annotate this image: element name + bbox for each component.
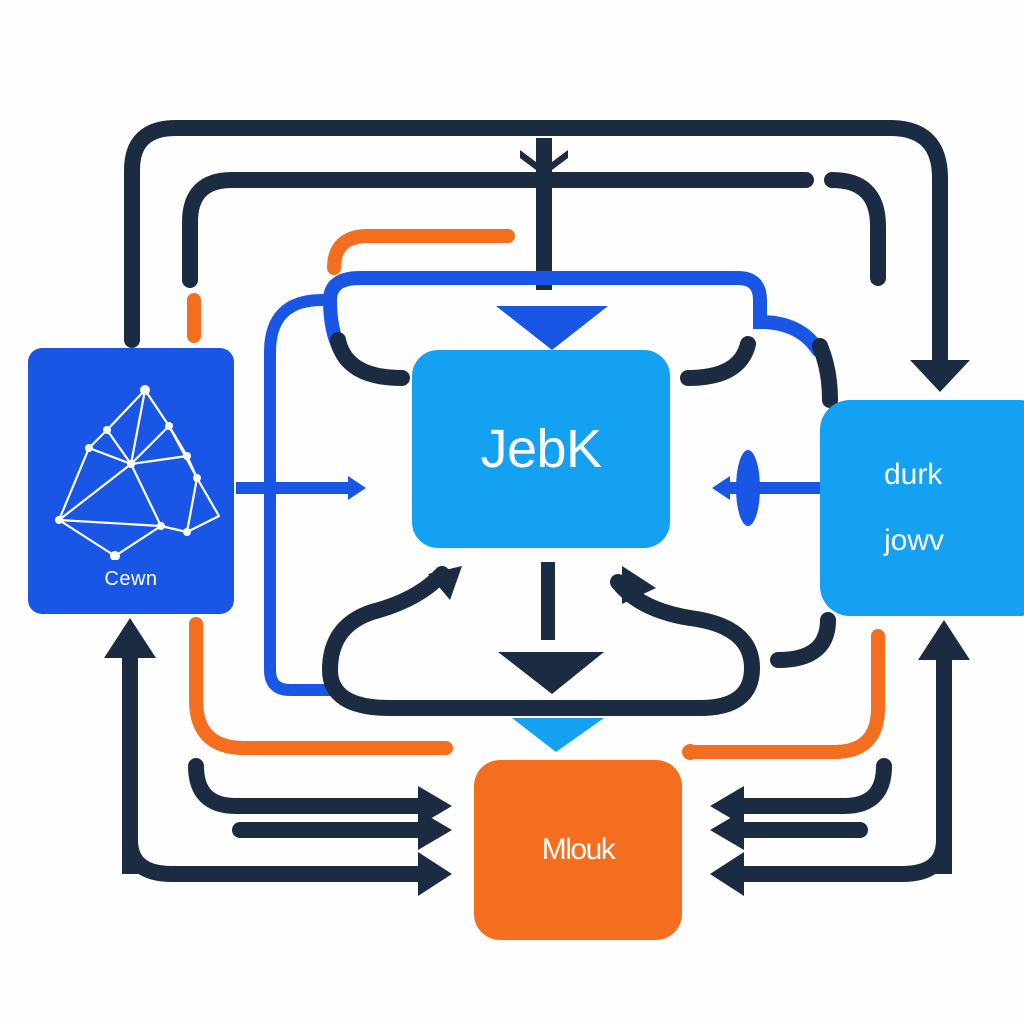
- orange-right-lower-connector: [683, 629, 885, 759]
- node-durk-jowv[interactable]: durk jowv: [820, 400, 1024, 616]
- node-jebk-label: JebK: [480, 419, 602, 479]
- right-curl-small-connector: [812, 338, 838, 408]
- node-mlouk[interactable]: Mlouk: [474, 760, 682, 940]
- orange-right-endpoint: [682, 744, 698, 760]
- right-outer-up-arrowhead: [918, 620, 970, 660]
- node-jebk[interactable]: JebK: [412, 350, 670, 548]
- left-curl-connector: [330, 332, 410, 386]
- network-graph-icon: [55, 385, 221, 560]
- right-mid-loop-connector: [724, 758, 892, 814]
- orange-left-lower-connector: [189, 617, 453, 755]
- left-outer-up-arrowhead: [104, 618, 156, 658]
- lower-left-arrowhead: [428, 566, 462, 600]
- blue-arrowhead-into-center: [496, 306, 608, 350]
- right-box-bottom-curl: [770, 612, 836, 668]
- blue-left-loop-connector: [264, 294, 336, 696]
- right-short-arrowhead: [710, 810, 744, 850]
- lower-right-arrowhead: [622, 566, 656, 604]
- left-mid-loop-connector: [188, 758, 438, 814]
- top-double-arrowhead: [520, 150, 568, 176]
- left-short-arrowhead: [418, 810, 452, 850]
- left-to-center-arrowhead: [348, 476, 366, 500]
- right-bottom-loop-connector: [724, 832, 952, 882]
- center-down-arrowhead: [498, 652, 604, 694]
- left-bottom-loop-connector: [122, 832, 438, 882]
- arrowhead-down-right-box: [910, 360, 970, 392]
- node-cewn-label: Cewn: [104, 568, 158, 590]
- lower-left-loop-connector: [321, 566, 761, 716]
- orange-top-connector: [327, 229, 515, 275]
- node-mlouk-label: Mlouk: [541, 833, 616, 866]
- right-to-center-arrowhead: [712, 476, 730, 500]
- left-bottom-arrowhead: [418, 852, 452, 896]
- blue-top-loop-connector: [322, 271, 825, 357]
- right-curl-connector: [680, 336, 756, 386]
- node-cewn[interactable]: Cewn: [28, 348, 234, 614]
- right-to-center-marker: [736, 450, 760, 526]
- sky-arrowhead-into-bottom: [512, 718, 604, 752]
- inner-top-connector: [182, 172, 814, 288]
- node-right-line2: jowv: [884, 524, 945, 557]
- inner-top-right-connector: [824, 172, 886, 286]
- outer-loop-connector: [124, 120, 948, 370]
- right-bottom-arrowhead: [710, 852, 744, 896]
- node-right-line1: durk: [884, 458, 943, 491]
